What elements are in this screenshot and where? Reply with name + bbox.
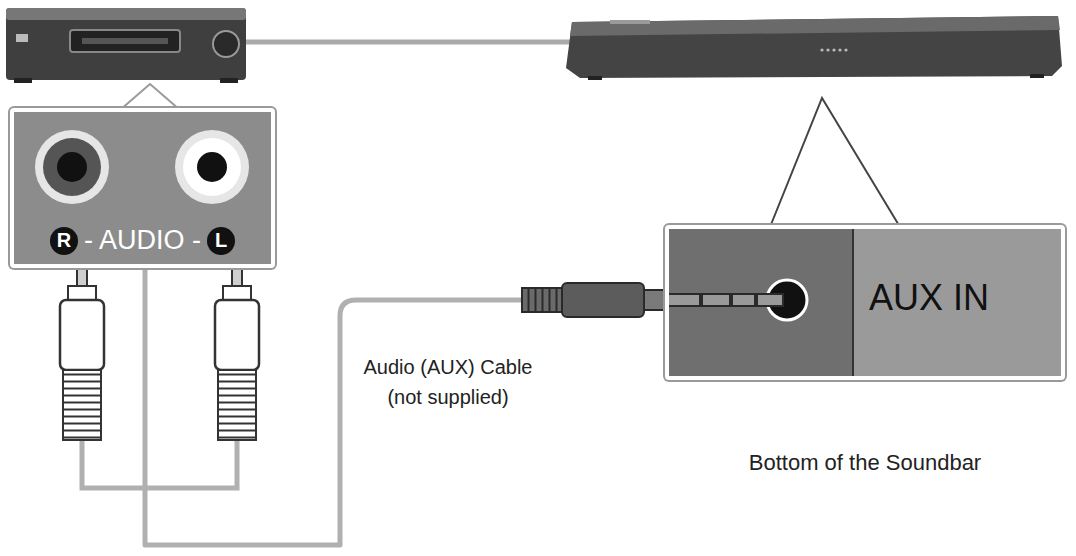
rca-plug <box>60 266 104 440</box>
jack-label-row: R- AUDIO -L <box>14 225 271 256</box>
jack-panel: R- AUDIO -L <box>10 108 275 268</box>
callout-wedge <box>770 98 900 227</box>
channel-badge: R <box>50 227 78 255</box>
source-device <box>6 8 246 83</box>
rca-plug <box>215 266 259 440</box>
audio-cable <box>145 268 665 545</box>
audio-label: - AUDIO - <box>84 225 201 256</box>
port-label: AUX IN <box>869 277 989 319</box>
soundbar <box>566 16 1062 80</box>
aux-jack <box>669 229 1061 376</box>
callout-wedge <box>120 84 180 110</box>
cable-label: Audio (AUX) Cable (not supplied) <box>348 352 548 412</box>
link-line <box>240 40 570 45</box>
caption-label: Bottom of the Soundbar <box>665 450 1065 476</box>
cable-split <box>82 440 237 488</box>
aux-panel: AUX IN <box>665 225 1065 380</box>
mini-jack-plug <box>522 283 666 317</box>
channel-badge: L <box>207 227 235 255</box>
